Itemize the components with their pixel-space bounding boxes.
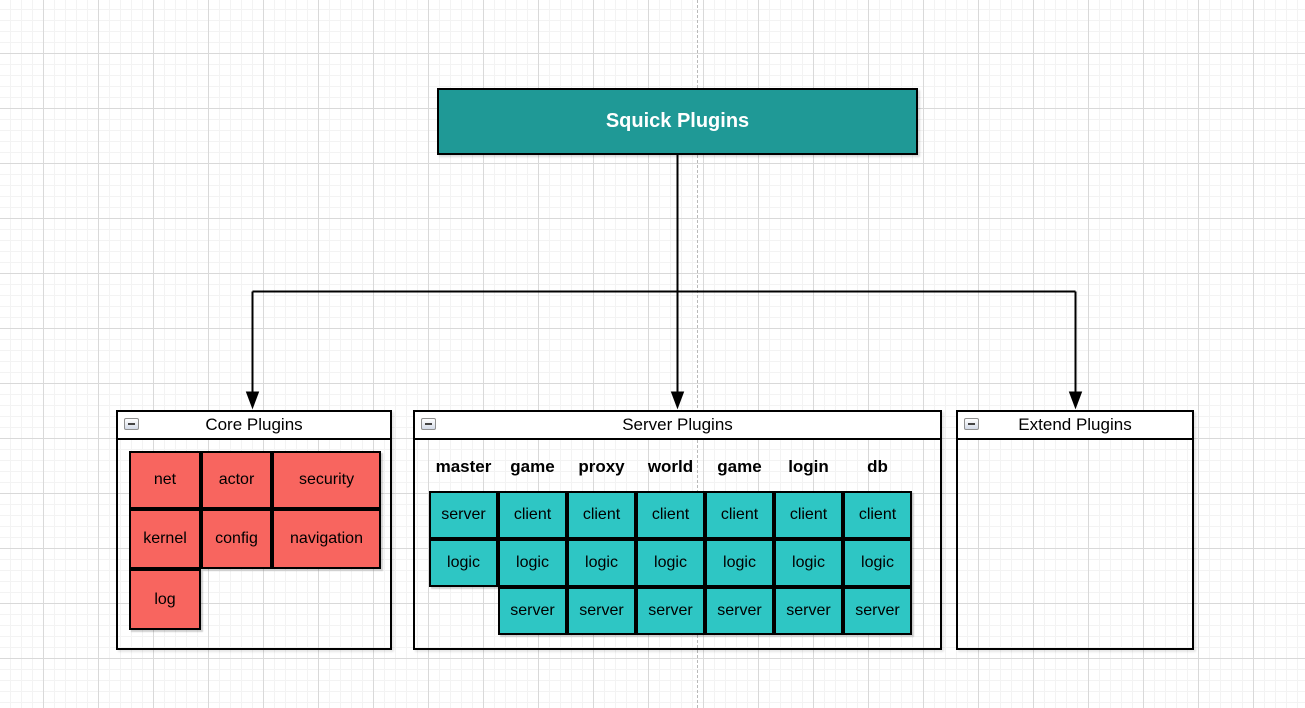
collapse-minus-icon[interactable] [124, 418, 139, 430]
core-cell-security[interactable]: security [272, 451, 381, 509]
server-cell-login-logic[interactable]: logic [774, 539, 843, 587]
arrowhead-server [670, 391, 685, 410]
server-col-world: world [647, 457, 694, 476]
extend-plugins-title: Extend Plugins [1018, 415, 1132, 434]
server-plugins-title: Server Plugins [622, 415, 733, 434]
server-cell-world-logic[interactable]: logic [636, 539, 705, 587]
server-cell-login-server[interactable]: server [774, 587, 843, 635]
core-cell-kernel[interactable]: kernel [129, 509, 201, 569]
server-plugins-container[interactable]: Server Plugins master game proxy world g… [413, 410, 942, 650]
server-col-proxy: proxy [578, 457, 625, 476]
core-plugins-container[interactable]: Core Plugins net actor security kernel c… [116, 410, 392, 650]
server-cell-world-client[interactable]: client [636, 491, 705, 539]
server-cell-proxy-logic[interactable]: logic [567, 539, 636, 587]
core-plugins-titlebar: Core Plugins [118, 412, 390, 440]
collapse-minus-icon[interactable] [964, 418, 979, 430]
core-cell-config[interactable]: config [201, 509, 272, 569]
server-cell-login-client[interactable]: client [774, 491, 843, 539]
core-plugins-title: Core Plugins [205, 415, 303, 434]
server-cell-proxy-server[interactable]: server [567, 587, 636, 635]
server-cell-db-logic[interactable]: logic [843, 539, 912, 587]
server-cell-master-server[interactable]: server [429, 491, 498, 539]
server-cell-game2-logic[interactable]: logic [705, 539, 774, 587]
extend-plugins-container[interactable]: Extend Plugins [956, 410, 1194, 650]
server-cell-proxy-client[interactable]: client [567, 491, 636, 539]
server-cell-db-client[interactable]: client [843, 491, 912, 539]
page-boundary-divider [697, 0, 698, 708]
server-cell-game2-client[interactable]: client [705, 491, 774, 539]
server-col-db: db [867, 457, 888, 476]
server-cell-game2-server[interactable]: server [705, 587, 774, 635]
server-cell-db-server[interactable]: server [843, 587, 912, 635]
core-cell-navigation[interactable]: navigation [272, 509, 381, 569]
server-col-game: game [510, 457, 555, 476]
server-col-login: login [788, 457, 829, 476]
server-col-master: master [435, 457, 492, 476]
root-node-label: Squick Plugins [605, 110, 750, 132]
server-col-game2: game [717, 457, 762, 476]
server-cell-game-server[interactable]: server [498, 587, 567, 635]
extend-plugins-titlebar: Extend Plugins [958, 412, 1192, 440]
server-plugins-titlebar: Server Plugins [415, 412, 940, 440]
core-cell-actor[interactable]: actor [201, 451, 272, 509]
root-node-squick-plugins[interactable]: Squick Plugins [437, 88, 918, 155]
core-cell-net[interactable]: net [129, 451, 201, 509]
arrowhead-core [245, 391, 260, 410]
arrowhead-extend [1068, 391, 1083, 410]
core-cell-log[interactable]: log [129, 569, 201, 630]
server-cell-game-client[interactable]: client [498, 491, 567, 539]
collapse-minus-icon[interactable] [421, 418, 436, 430]
server-cell-world-server[interactable]: server [636, 587, 705, 635]
server-cell-game-logic[interactable]: logic [498, 539, 567, 587]
server-cell-master-logic[interactable]: logic [429, 539, 498, 587]
